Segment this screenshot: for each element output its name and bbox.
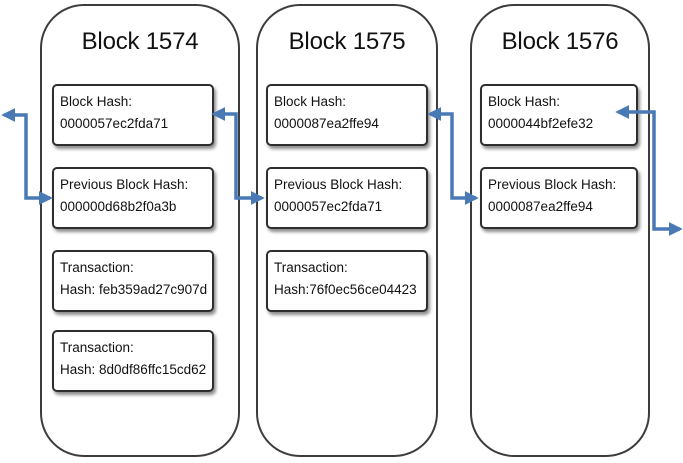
block-hash-field: Block Hash: 0000087ea2ffe94 — [266, 84, 428, 146]
transaction-field: Transaction: Hash: 8d0df86ffc15cd62 — [52, 330, 214, 392]
field-label: Previous Block Hash: — [274, 177, 403, 192]
field-value: 0000044bf2efe32 — [488, 116, 594, 131]
block-hash-field: Block Hash: 0000044bf2efe32 — [480, 84, 638, 146]
field-value: Hash: feb359ad27c907d — [60, 282, 208, 297]
block-title: Block 1576 — [501, 28, 619, 55]
previous-block-hash-field: Previous Block Hash: 0000057ec2fda71 — [266, 167, 428, 229]
field-value: 0000057ec2fda71 — [60, 116, 169, 131]
field-label: Transaction: — [274, 260, 348, 275]
field-value: 000000d68b2f0a3b — [60, 199, 177, 214]
field-value: Hash:76f0ec56ce04423 — [274, 282, 417, 297]
field-label: Block Hash: — [60, 94, 133, 109]
field-label: Previous Block Hash: — [60, 177, 189, 192]
block-1575: Block 1575 — [256, 4, 438, 457]
field-label: Block Hash: — [488, 94, 561, 109]
field-label: Previous Block Hash: — [488, 177, 617, 192]
block-hash-field: Block Hash: 0000057ec2fda71 — [52, 84, 214, 146]
field-label: Block Hash: — [274, 94, 347, 109]
previous-block-hash-field: Block Hash: Previous Block Hash: 0000087… — [480, 167, 638, 229]
arrow-1575-1576-link — [427, 107, 479, 205]
transaction-field: Transaction: Hash:76f0ec56ce04423 — [266, 250, 428, 312]
previous-block-hash-field: Previous Block Hash: 000000d68b2f0a3b — [52, 167, 214, 229]
arrow-right-next-link — [615, 105, 683, 236]
arrow-1574-1575-link — [211, 107, 265, 205]
field-label: Transaction: — [60, 260, 134, 275]
arrow-left-prev-link — [1, 108, 53, 205]
field-value: 0000087ea2ffe94 — [488, 199, 593, 214]
field-value: Hash: 8d0df86ffc15cd62 — [60, 362, 207, 377]
field-value: 0000087ea2ffe94 — [274, 116, 379, 131]
block-title: Block 1574 — [81, 28, 199, 55]
field-value: 0000057ec2fda71 — [274, 199, 383, 214]
transaction-field: Transaction: Hash: feb359ad27c907d — [52, 250, 214, 312]
field-label: Transaction: — [60, 340, 134, 355]
block-title: Block 1575 — [288, 28, 406, 55]
